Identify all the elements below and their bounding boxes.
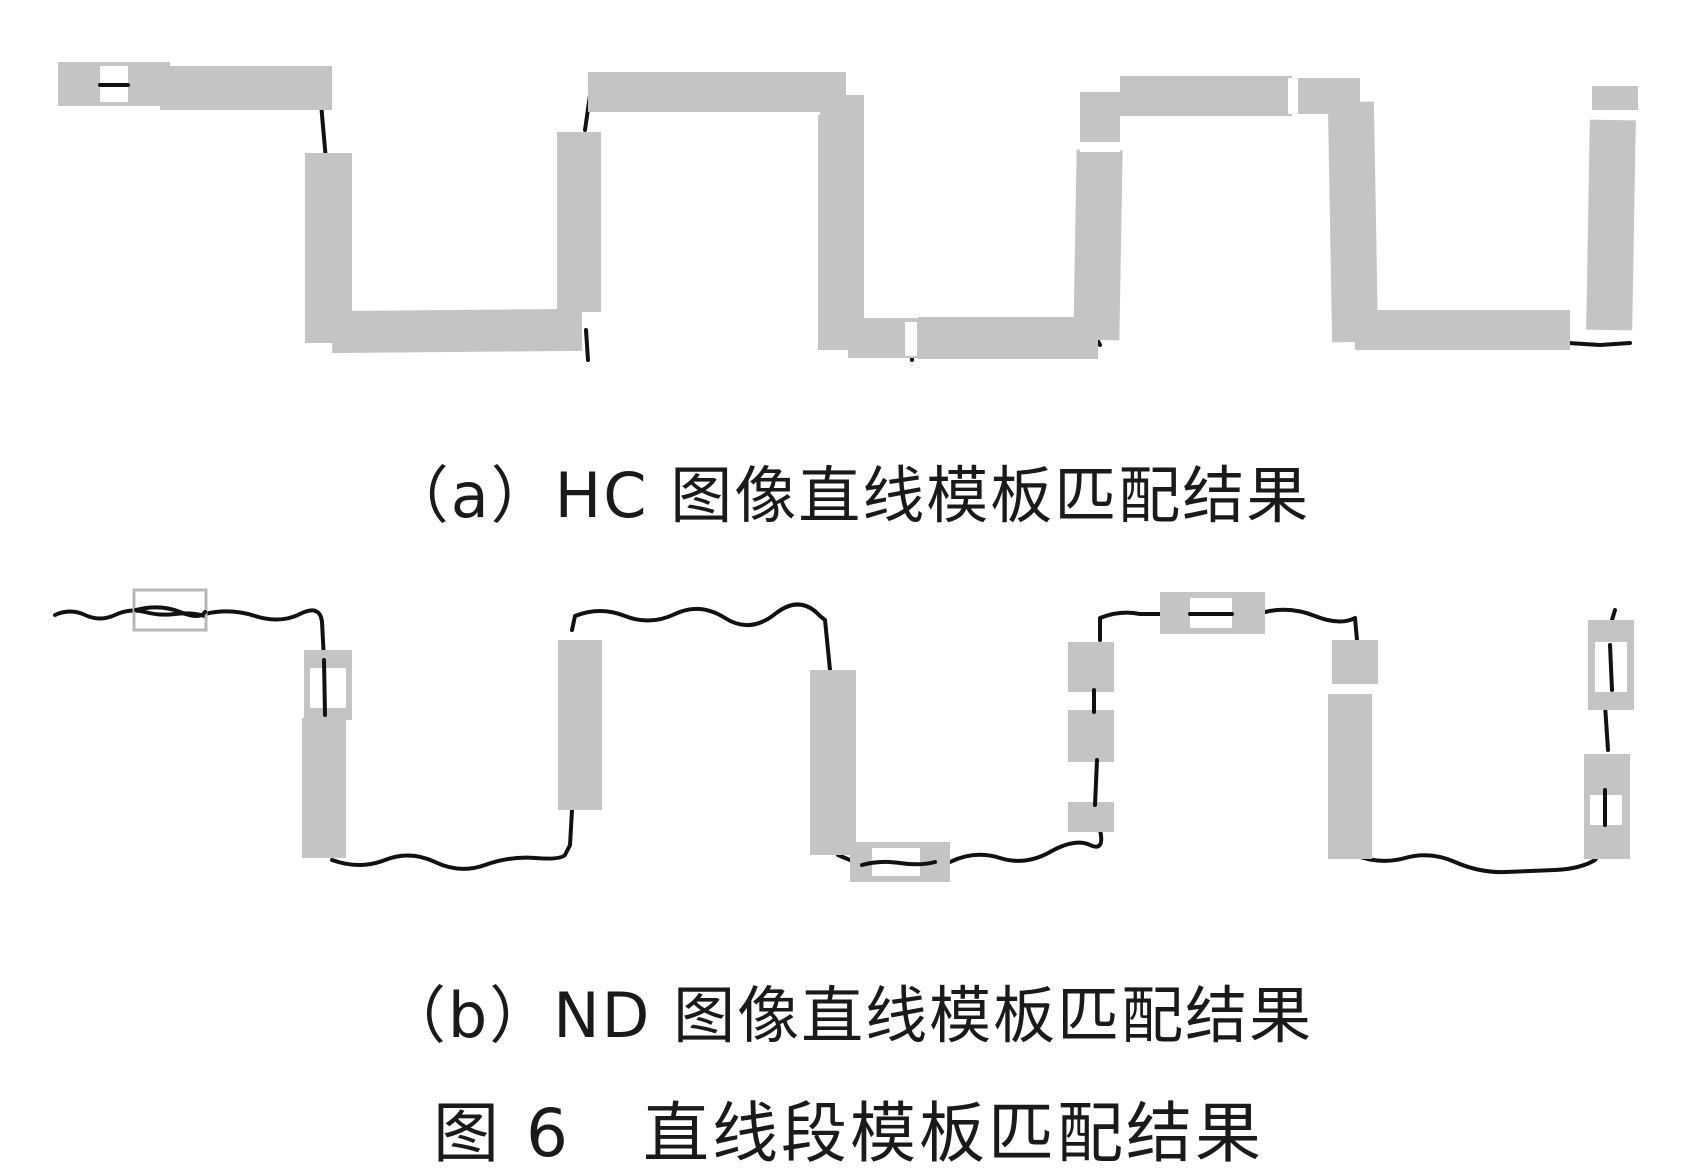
panel-b-diagram: [53, 588, 1634, 882]
template-gap: [310, 668, 346, 708]
template-gap: [1592, 110, 1638, 120]
template-gap: [1068, 762, 1114, 802]
template-gap: [1068, 692, 1114, 710]
template-block: [331, 308, 583, 354]
template-block: [820, 95, 864, 115]
template-block: [818, 115, 864, 350]
template-block: [1068, 642, 1114, 832]
template-block: [302, 718, 346, 858]
panel-a-caption: （a）HC 图像直线模板匹配结果: [386, 459, 1311, 532]
template-block: [1355, 310, 1570, 350]
template-block: [1080, 92, 1120, 147]
template-block: [1586, 119, 1636, 331]
template-block: [918, 317, 1098, 359]
panel-b-caption: （b）ND 图像直线模板匹配结果: [383, 979, 1314, 1052]
template-block: [810, 670, 856, 855]
template-block: [1073, 149, 1123, 341]
template-block: [1332, 640, 1378, 690]
template-block: [588, 72, 846, 112]
template-block: [1327, 101, 1379, 343]
template-block: [1120, 76, 1292, 116]
panel-a-diagram: [58, 62, 1638, 362]
template-gap: [1332, 684, 1378, 694]
template-block: [558, 640, 602, 810]
panel-b-trace: [53, 602, 1617, 875]
template-gap: [905, 322, 917, 356]
template-block: [1328, 694, 1372, 859]
template-gap: [1080, 142, 1120, 152]
template-block: [160, 66, 332, 110]
template-block: [557, 132, 601, 312]
template-gap: [1288, 78, 1298, 114]
template-block: [305, 315, 355, 340]
figure-title: 图 6 直线段模板匹配结果: [433, 1095, 1264, 1172]
